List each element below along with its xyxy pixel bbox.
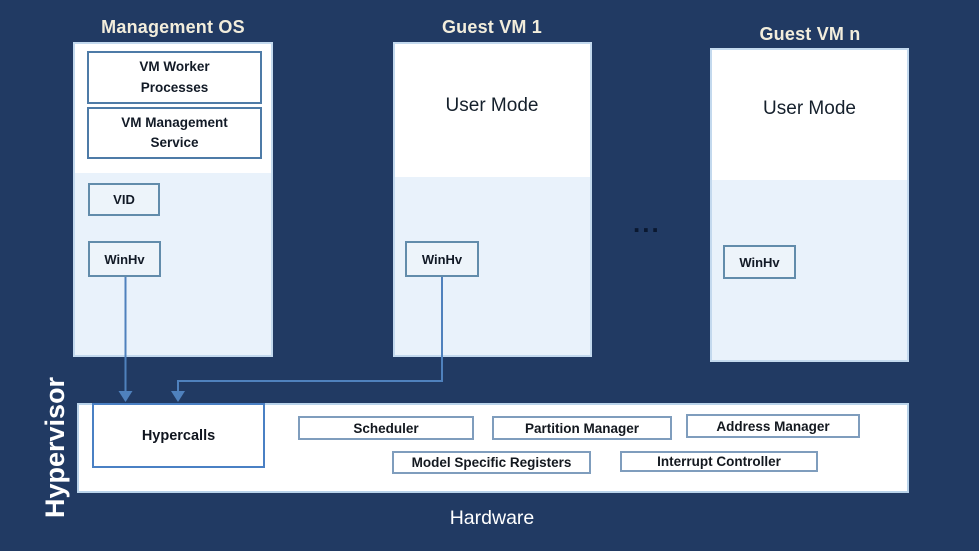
hardware-label: Hardware [449,507,535,529]
vm-worker-processes-box: VM Worker Processes [87,51,262,104]
hypercalls-box: Hypercalls [92,403,265,468]
guest-vm-1-usermode-area [395,44,590,177]
interrupt-controller-box: Interrupt Controller [620,451,818,472]
hypervisor-label: Hypervisor [40,376,70,518]
guest-vm-1-column [393,42,592,357]
address-manager-box: Address Manager [686,414,860,438]
winhv-box-guest-vm-n: WinHv [723,245,796,279]
arrowhead-right [171,391,185,402]
guest-vm-1-user-mode-label: User Mode [445,95,539,116]
more-vms-ellipsis: ... [633,208,661,238]
guest-vm-n-column [710,48,909,362]
vid-box: VID [88,183,160,216]
model-specific-registers-box: Model Specific Registers [392,451,591,474]
guest-vm-n-user-mode-label: User Mode [763,98,856,119]
guest-vm-n-title: Guest VM n [759,24,861,44]
guest-vm-1-title: Guest VM 1 [441,17,543,37]
winhv-box-guest-vm-1: WinHv [405,241,479,277]
scheduler-box: Scheduler [298,416,474,440]
partition-manager-box: Partition Manager [492,416,672,440]
vm-management-service-box: VM Management Service [87,107,262,159]
arrowhead-left [118,391,133,402]
winhv-box-management: WinHv [88,241,161,277]
management-os-title: Management OS [101,17,245,37]
guest-vm-n-usermode-area [712,50,907,180]
